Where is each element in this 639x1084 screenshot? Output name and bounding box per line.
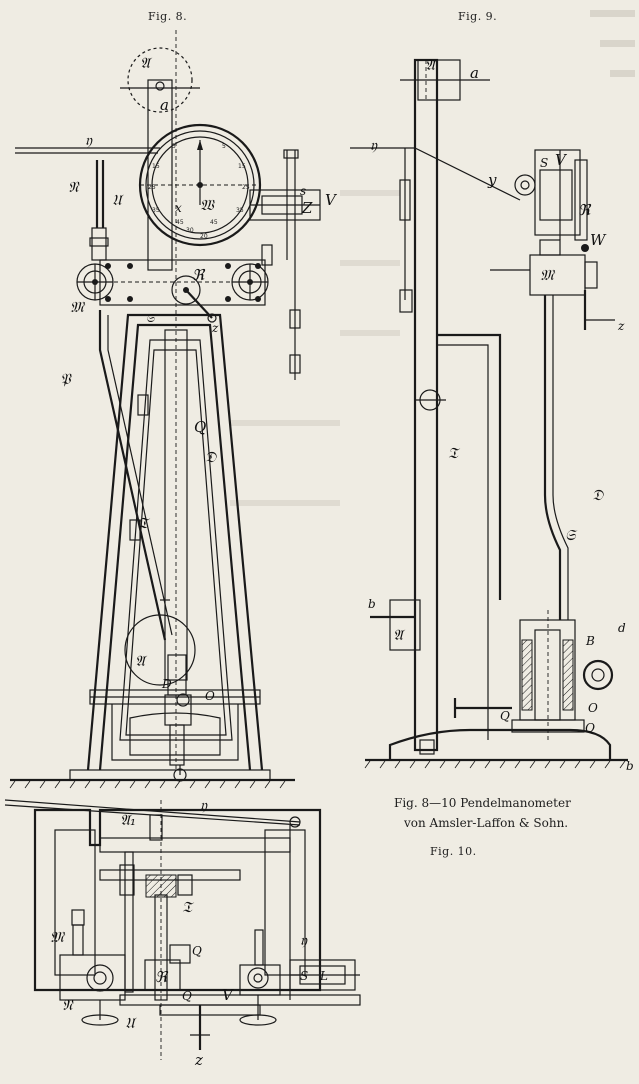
label-Q-right: Q bbox=[585, 721, 595, 735]
label-U: 𝔘 bbox=[112, 191, 124, 209]
label-O: O bbox=[205, 689, 215, 703]
label-S-pipe: 𝔖 bbox=[565, 526, 578, 544]
bleed-through-text bbox=[230, 10, 635, 506]
label-z: z bbox=[617, 319, 625, 333]
label-M: 𝔐 bbox=[70, 298, 86, 316]
dial-tick: 5 bbox=[172, 143, 176, 150]
label-W: 𝔚 bbox=[200, 196, 216, 214]
dial-tick: 5 bbox=[222, 143, 226, 150]
label-O: O bbox=[588, 701, 598, 715]
label-S: S bbox=[300, 969, 308, 983]
dial-tick: 15 bbox=[238, 163, 246, 170]
label-S: 𝔖 bbox=[146, 311, 156, 325]
label-A-top: 𝔄 bbox=[425, 56, 438, 74]
margin-letter-b: b bbox=[626, 759, 634, 773]
fig10-title: Fig. 10. bbox=[430, 845, 477, 858]
label-B: B bbox=[585, 634, 595, 648]
label-V: V bbox=[222, 986, 235, 1004]
fig9-title: Fig. 9. bbox=[458, 10, 498, 23]
figure-caption: Fig. 8—10 Pendelmanometer von Amsler-Laf… bbox=[388, 793, 571, 833]
label-D: 𝔇 bbox=[592, 486, 604, 504]
label-T: 𝔗 bbox=[182, 898, 195, 916]
dial-tick: 45 bbox=[176, 219, 184, 226]
label-s: s bbox=[300, 184, 306, 198]
label-Q-bottom: Q bbox=[182, 989, 192, 1003]
label-N: 𝔑 bbox=[62, 996, 74, 1014]
label-P: 𝔓 bbox=[60, 370, 73, 388]
label-V: V bbox=[325, 191, 338, 209]
label-Q-top: Q bbox=[192, 944, 202, 958]
label-U: 𝔘 bbox=[125, 1014, 137, 1032]
label-y-left: 𝔶 bbox=[370, 136, 378, 154]
label-T: 𝔗 bbox=[138, 514, 151, 532]
label-y-right: y bbox=[487, 171, 497, 189]
label-M: 𝔐 bbox=[540, 266, 556, 284]
label-R: ℜ bbox=[192, 266, 206, 284]
caption-line-2: von Amsler-Laffon & Sohn. bbox=[404, 816, 569, 830]
fig8-title: Fig. 8. bbox=[148, 10, 188, 23]
caption-line-1: Fig. 8—10 Pendelmanometer bbox=[394, 796, 571, 810]
dial-tick: 25 bbox=[148, 184, 156, 191]
dial-tick: 15 bbox=[152, 163, 160, 170]
fig8-front-view: 5 15 25 35 45 5 15 25 35 45 30 20 bbox=[9, 30, 321, 789]
dial-tick: 35 bbox=[152, 207, 160, 214]
fig9-labels: 𝔄 a 𝔶 y S V ℜ 𝔐 W z 𝔗 𝔇 𝔖 b 𝔄 B O Q Q bbox=[368, 56, 625, 735]
label-V: V bbox=[555, 151, 568, 169]
margin-letter-d: d bbox=[618, 621, 626, 635]
label-W: W bbox=[590, 231, 607, 249]
label-Q-left: Q bbox=[500, 709, 510, 723]
dial-tick: 45 bbox=[210, 219, 218, 226]
label-L: L bbox=[319, 969, 328, 983]
dial-scale: 5 15 25 35 45 5 15 25 35 45 30 20 bbox=[148, 143, 250, 240]
label-D-upper: 𝔇 bbox=[205, 448, 217, 466]
label-b: b bbox=[368, 597, 376, 611]
dial-tick: 35 bbox=[236, 207, 244, 214]
label-A-lower: 𝔄 bbox=[135, 652, 148, 670]
label-T: 𝔗 bbox=[448, 444, 461, 462]
label-R: ℜ bbox=[578, 201, 592, 219]
label-A-lower: 𝔄 bbox=[393, 626, 406, 644]
label-z: z bbox=[194, 1051, 203, 1069]
fig8-labels: 𝔄 a 𝔶 𝔑 𝔘 𝔚 x s V Z 𝔐 ℜ 𝔖 z 𝔓 Q 𝔇 𝔗 𝔄 D … bbox=[60, 54, 338, 703]
label-z: z bbox=[211, 321, 219, 335]
label-R: ℜ bbox=[155, 968, 169, 986]
label-A1: 𝔄₁ bbox=[120, 811, 136, 829]
label-Q: Q bbox=[194, 418, 206, 436]
fig10-plan-view bbox=[4, 799, 361, 1060]
label-x: x bbox=[175, 201, 182, 215]
dial-tick: 25 bbox=[242, 184, 250, 191]
label-y: 𝔶 bbox=[85, 131, 93, 149]
label-D-lower: D bbox=[161, 677, 172, 691]
label-A-weight: 𝔄 bbox=[140, 54, 153, 72]
label-y-right: 𝔶 bbox=[300, 931, 308, 949]
dial-tick: 30 bbox=[186, 227, 194, 234]
dial-tick: 20 bbox=[200, 233, 208, 240]
label-N: 𝔑 bbox=[68, 178, 80, 196]
label-S: S bbox=[540, 156, 548, 170]
label-a: a bbox=[470, 64, 479, 82]
label-Z: Z bbox=[301, 199, 313, 217]
fig10-labels: 𝔄₁ 𝔶 𝔗 Q ℜ 𝔐 𝔑 𝔘 Q V S L z 𝔶 bbox=[50, 796, 328, 1069]
fig9-side-view bbox=[350, 58, 628, 769]
label-M: 𝔐 bbox=[50, 928, 66, 946]
label-a: a bbox=[160, 96, 169, 114]
label-y-top: 𝔶 bbox=[200, 796, 208, 814]
